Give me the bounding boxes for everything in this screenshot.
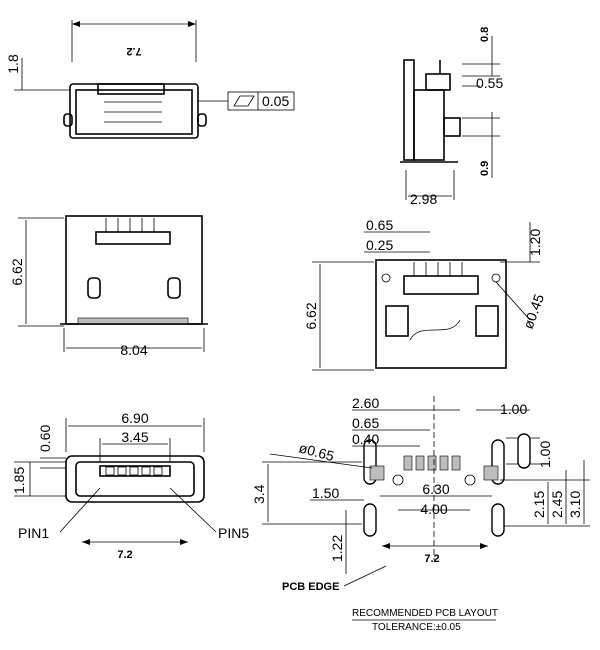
pcb-dim-34: 3.4 [251,484,267,504]
bottom-dim-045: ø0.45 [520,292,547,331]
end-width-label: 7.2 [117,549,132,561]
side-dim-mid: 0.55 [476,75,503,91]
end-dim-345: 3.45 [121,429,148,445]
pcb-dim-630: 6.30 [422,481,449,497]
top-height-label: 1.8 [5,54,21,74]
pcb-dim-215: 2.15 [531,491,547,518]
pcb-tolerance: TOLERANCE:±0.05 [372,622,461,633]
front-width-label: 8.04 [120,342,147,358]
side-dim-top: 0.8 [479,27,491,42]
top-width-label: 7.2 [126,45,141,57]
bottom-dim-025: 0.25 [366,237,393,253]
pin1-label: PIN1 [18,525,49,541]
pcb-dim-100-right: 1.00 [537,441,553,468]
pcb-edge-label: PCB EDGE [282,581,339,593]
front-view: 6.62 8.04 [9,215,208,358]
side-view: 2.98 0.8 0.55 0.9 [400,27,503,207]
pcb-dim-065: 0.65 [352,415,379,431]
bottom-height-label: 6.62 [303,302,319,329]
pin5-label: PIN5 [218,525,249,541]
side-dim-bottom: 0.9 [479,161,491,176]
pcb-dim-310: 3.10 [567,491,583,518]
bottom-view: 0.65 0.25 1.20 ø0.45 6.62 [303,217,547,371]
pcb-dim-245: 2.45 [549,491,565,518]
pcb-dim-72: 7.2 [424,553,439,565]
flatness-value: 0.05 [262,93,289,109]
bottom-dim-065: 0.65 [366,217,393,233]
bottom-dim-120: 1.20 [527,229,543,256]
pcb-dim-260: 2.60 [352,395,379,411]
front-height-label: 6.62 [9,258,25,285]
end-dim-185: 1.85 [11,467,27,494]
pcb-dim-100-top: 1.00 [500,401,527,417]
side-width-label: 2.98 [410,191,437,207]
pcb-dim-040: 0.40 [352,431,379,447]
pcb-dim-122: 1.22 [329,535,345,562]
pcb-layout-title: RECOMMENDED PCB LAYOUT [352,608,498,619]
end-dim-690: 6.90 [121,410,148,426]
pcb-layout: 2.60 0.65 0.40 1.00 1.00 ø0.65 3.4 1.50 … [251,395,590,633]
pcb-dim-150: 1.50 [312,485,339,501]
pcb-dim-400: 4.00 [420,501,447,517]
end-dim-060: 0.60 [37,425,53,452]
end-view: 6.90 3.45 0.60 1.85 PIN1 PIN5 7.2 [11,410,249,561]
top-view: 7.2 1.8 0.05 [5,20,295,139]
